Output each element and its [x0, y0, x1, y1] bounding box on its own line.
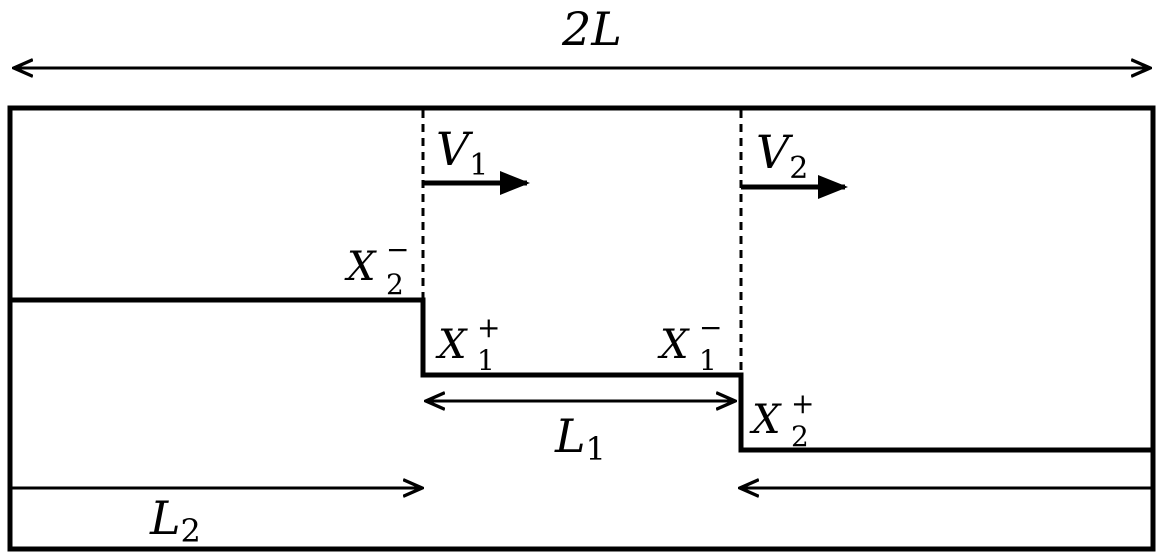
outer-domain-box	[7, 105, 1156, 552]
label-total-length: 2L	[561, 2, 622, 56]
label-l1: L1	[554, 409, 606, 468]
label-x2-minus-sup: −	[386, 233, 409, 266]
label-x1-plus-main: X	[435, 322, 468, 368]
label-x2-plus-main: X	[749, 397, 782, 443]
label-v1: V1	[436, 122, 488, 183]
label-x1-plus-sup: +	[477, 311, 500, 344]
label-x2-minus-sub: 2	[386, 268, 404, 301]
label-x1-minus-main: X	[657, 322, 690, 368]
label-x1-minus-sup: −	[699, 311, 722, 344]
label-x2-plus-sup: +	[791, 387, 814, 420]
label-v2: V2	[756, 125, 808, 186]
label-x1-plus-sub: 1	[477, 344, 495, 377]
label-x1-minus-sub: 1	[699, 344, 717, 377]
label-x2-minus-main: X	[344, 244, 377, 290]
label-x2-plus-sub: 2	[791, 420, 809, 453]
label-l2: L2	[149, 491, 201, 550]
step-profile	[10, 297, 1153, 453]
